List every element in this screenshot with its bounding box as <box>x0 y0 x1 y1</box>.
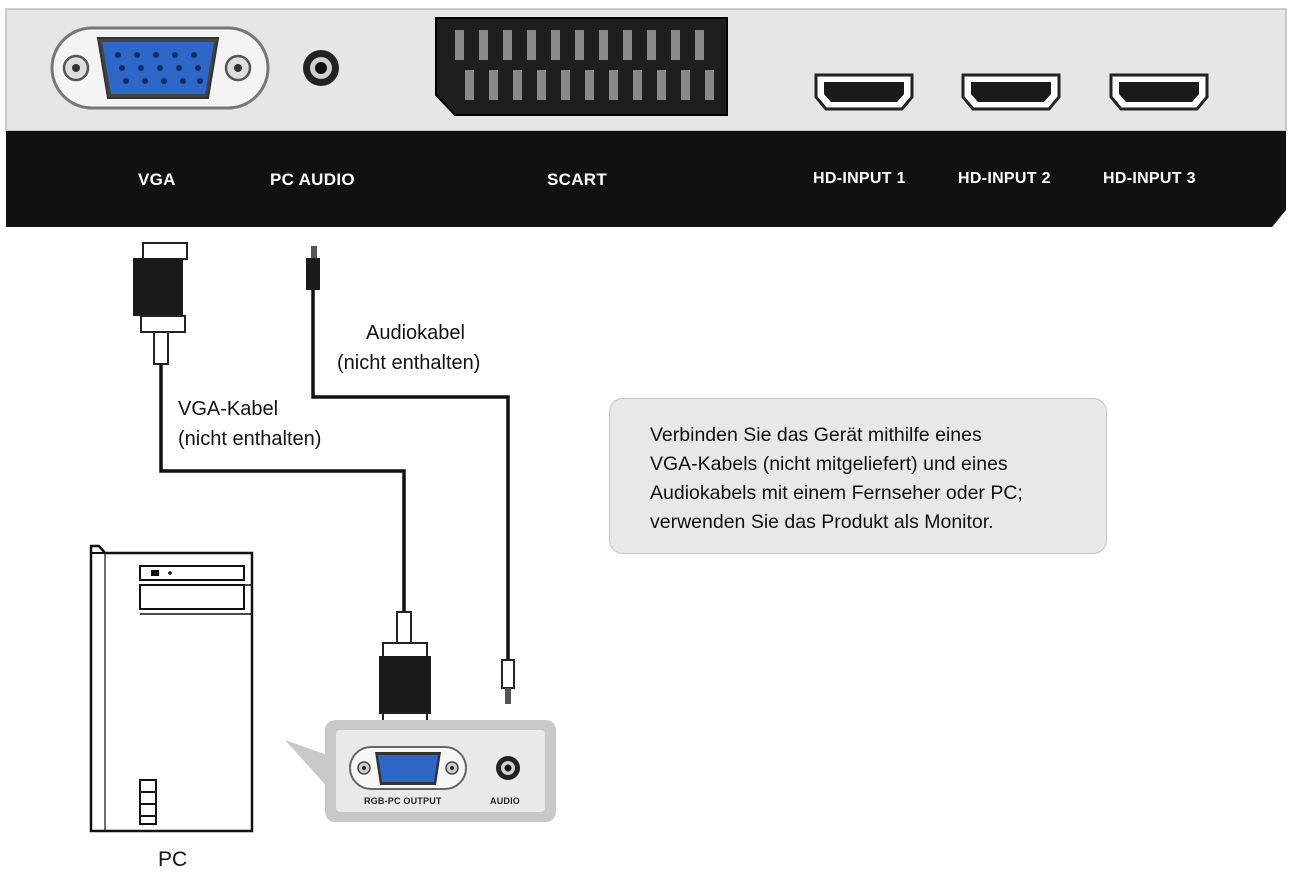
pc-audio-label: AUDIO <box>490 796 520 806</box>
scart-pin <box>561 70 570 100</box>
tv-hdmi-port-1 <box>814 73 914 111</box>
scart-pin <box>489 70 498 100</box>
scart-pin <box>537 70 546 100</box>
tv-hdmi-port-2 <box>961 73 1061 111</box>
instruction-note: Verbinden Sie das Gerät mithilfe eines V… <box>609 398 1107 554</box>
scart-pin <box>647 30 656 60</box>
port-label-scart: SCART <box>547 170 608 189</box>
scart-pin <box>599 30 608 60</box>
port-label-vga: VGA <box>138 170 176 189</box>
scart-pin <box>623 30 632 60</box>
scart-pin <box>633 70 642 100</box>
pc-panel-callout <box>285 740 330 790</box>
scart-pin <box>695 30 704 60</box>
vga-cable-top-connector <box>133 242 188 365</box>
scart-pin <box>671 30 680 60</box>
scart-pin <box>527 30 536 60</box>
audio-cable-label-line2: (nicht enthalten) <box>337 352 481 374</box>
note-line: verwenden Sie das Produkt als Monitor. <box>650 511 994 533</box>
port-label-hd-input-3: HD-INPUT 3 <box>1103 170 1196 187</box>
scart-pin <box>551 30 560 60</box>
vga-cable-bottom-connector <box>379 611 431 728</box>
vga-cable-label-line1: VGA-Kabel <box>178 398 279 420</box>
scart-pin <box>465 70 474 100</box>
tv-vga-port <box>50 26 270 110</box>
pc-label: PC <box>158 848 188 871</box>
pc-vga-output-port <box>349 746 467 790</box>
audio-cable-top-plug <box>306 246 320 290</box>
scart-pin <box>657 70 666 100</box>
port-label-pc-audio: PC AUDIO <box>270 170 355 189</box>
scart-pin <box>479 30 488 60</box>
note-line: Verbinden Sie das Gerät mithilfe eines <box>650 424 982 446</box>
scart-pin <box>455 30 464 60</box>
vga-cable-label: VGA-Kabel (nicht enthalten) <box>178 394 321 454</box>
pc-audio-jack <box>496 756 520 780</box>
scart-pin <box>705 70 714 100</box>
note-line: VGA-Kabels (nicht mitgeliefert) und eine… <box>650 453 1008 475</box>
audio-cable-bottom-plug <box>501 659 515 704</box>
audio-cable-label-line1: Audiokabel <box>366 322 465 344</box>
scart-pin <box>513 70 522 100</box>
pc-rgb-output-label: RGB-PC OUTPUT <box>364 796 442 806</box>
vga-cable-wire <box>159 364 406 612</box>
port-label-hd-input-2: HD-INPUT 2 <box>958 170 1051 187</box>
tv-hdmi-port-3 <box>1109 73 1209 111</box>
scart-pin <box>575 30 584 60</box>
scart-pin <box>503 30 512 60</box>
scart-pin <box>681 70 690 100</box>
port-label-bar <box>6 131 1286 227</box>
tv-scart-port <box>435 17 728 116</box>
pc-tower <box>89 544 254 833</box>
vga-cable-label-line2: (nicht enthalten) <box>178 428 322 450</box>
audio-cable-wire <box>311 290 510 660</box>
scart-pin <box>585 70 594 100</box>
note-line: Audiokabels mit einem Fernseher oder PC; <box>650 482 1023 504</box>
tv-audio-jack <box>303 50 339 86</box>
port-label-hd-input-1: HD-INPUT 1 <box>813 170 906 187</box>
scart-pin <box>609 70 618 100</box>
audio-cable-label: Audiokabel (nicht enthalten) <box>337 318 480 378</box>
